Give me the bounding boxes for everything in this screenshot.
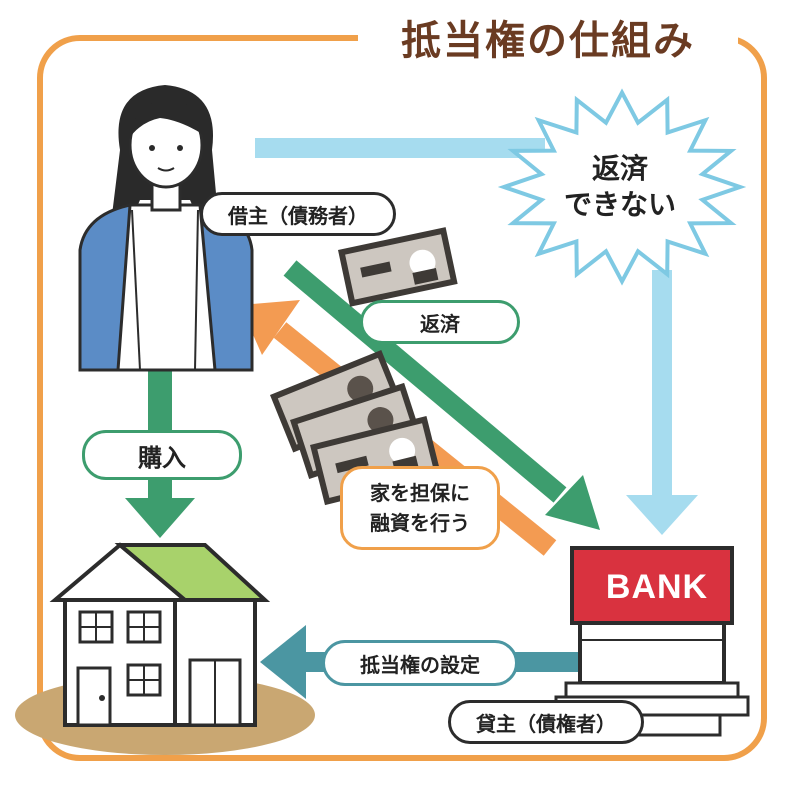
bank-building-icon xyxy=(554,546,750,737)
burst-icon xyxy=(497,88,747,286)
debtor-label: 借主（債務者） xyxy=(200,192,396,236)
banknote-stack-icon xyxy=(270,350,442,506)
house-icon xyxy=(49,542,271,727)
purchase-label: 購入 xyxy=(82,430,242,480)
person-icon xyxy=(78,85,254,372)
cannot-repay-label: 返済 できない xyxy=(540,142,700,232)
repayment-arrow xyxy=(283,260,600,530)
bank-sign-text: BANK xyxy=(605,567,709,606)
unpaid-flow-arrow xyxy=(255,138,698,535)
repayment-label: 返済 xyxy=(360,300,520,344)
loan-collateral-line-1: 家を担保に xyxy=(370,481,470,505)
cannot-repay-line-2: できない xyxy=(563,188,676,221)
banknote-icon xyxy=(338,227,458,307)
loan-collateral-line-2: 融資を行う xyxy=(370,511,470,535)
mortgage-setting-label: 抵当権の設定 xyxy=(322,640,518,686)
loan-collateral-label: 家を担保に 融資を行う xyxy=(340,466,500,550)
creditor-label: 貸主（債権者） xyxy=(448,700,644,744)
cannot-repay-line-1: 返済 xyxy=(591,152,648,185)
diagram-title: 抵当権の仕組み xyxy=(358,12,738,64)
